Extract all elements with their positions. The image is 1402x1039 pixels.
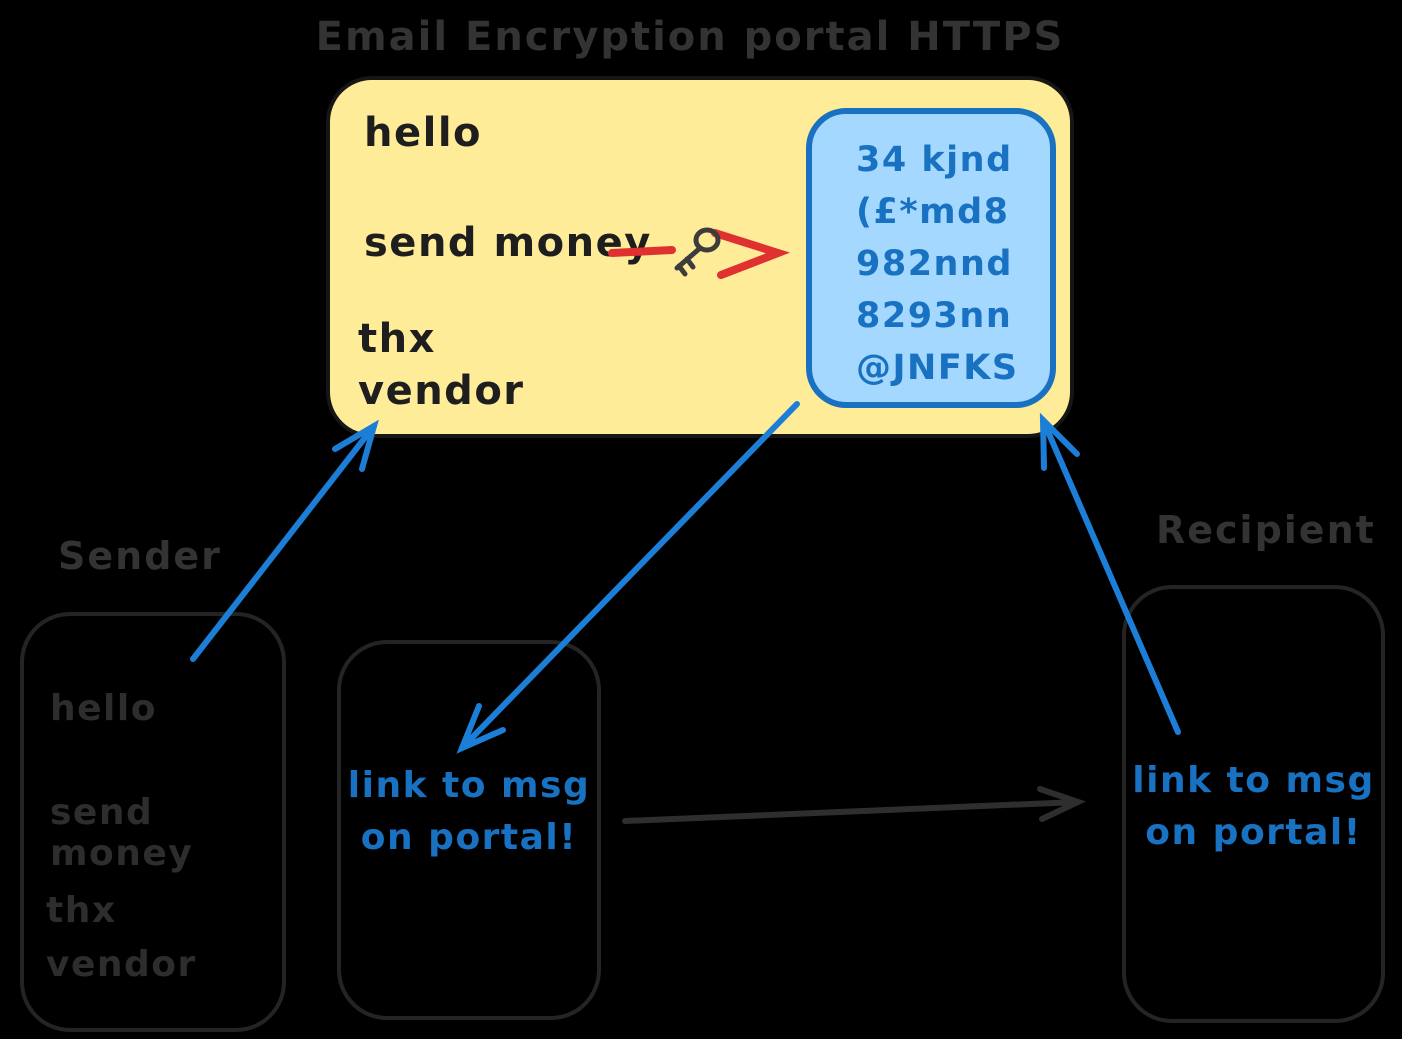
cipher-line: (£*md8 xyxy=(856,192,1010,232)
link-delivery-arrow xyxy=(622,786,1086,824)
portal-notification-box: link to msg on portal! xyxy=(337,640,601,1020)
portal-link-line1: link to msg xyxy=(347,765,591,806)
sender-line-vendor: vendor xyxy=(46,944,197,985)
portal-link-text: link to msg on portal! xyxy=(341,760,597,864)
ciphertext-box: 34 kjnd (£*md8 982nnd 8293nn @JNFKS xyxy=(806,108,1056,408)
diagram-title: Email Encryption portal HTTPS xyxy=(315,14,1065,60)
cipher-line: 8293nn xyxy=(856,296,1013,336)
portal-link-text: link to msg on portal! xyxy=(1126,755,1381,859)
cipher-line: @JNFKS xyxy=(856,348,1019,388)
sender-line-hello: hello xyxy=(50,688,157,729)
portal-link-line1: link to msg xyxy=(1132,760,1375,801)
portal-link-line2: on portal! xyxy=(360,817,578,858)
plaintext-line-send-money: send money xyxy=(364,220,652,266)
recipient-message-box: link to msg on portal! xyxy=(1122,585,1385,1023)
plaintext-line-hello: hello xyxy=(364,110,483,156)
plaintext-line-vendor: vendor xyxy=(358,368,525,414)
cipher-line: 34 kjnd xyxy=(856,140,1013,180)
portal-link-line2: on portal! xyxy=(1145,812,1362,853)
cipher-line: 982nnd xyxy=(856,244,1013,284)
sender-label: Sender xyxy=(58,534,222,578)
sender-line-send-money: send money xyxy=(50,792,194,874)
plaintext-line-thx: thx xyxy=(358,316,436,362)
sender-line-thx: thx xyxy=(46,890,117,931)
recipient-label: Recipient xyxy=(1156,508,1376,552)
sender-message-box: hello send money thx vendor xyxy=(20,612,286,1032)
